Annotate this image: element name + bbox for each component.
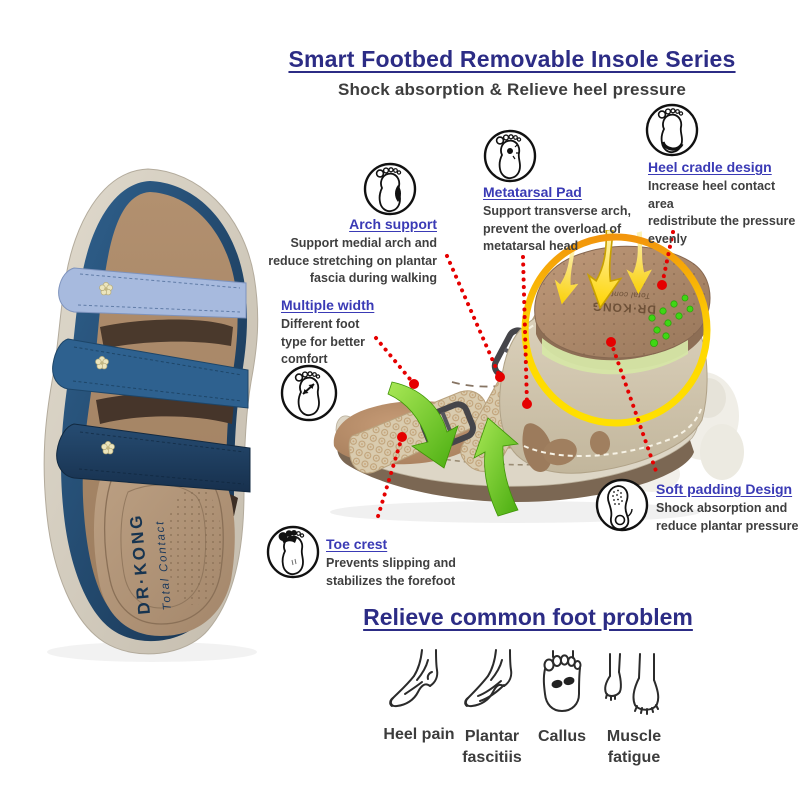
plantar-fasciitis-icon bbox=[464, 649, 513, 708]
callout-multiple-width: Multiple width Different foot type for b… bbox=[281, 297, 396, 369]
left-sandal-strap-navy bbox=[56, 423, 251, 493]
callout-heel-cradle: Heel cradle design Increase heel contact… bbox=[648, 159, 800, 248]
problem-label-muscle: Muscle fatigue bbox=[606, 728, 662, 766]
circle-insole-brand-text: DR·KONG bbox=[591, 299, 656, 316]
page-subtitle: Shock absorption & Relieve heel pressure bbox=[337, 80, 687, 99]
left-sandal-photo: DR·KONG Total Contact bbox=[43, 168, 259, 662]
heel-pain-icon bbox=[389, 649, 439, 708]
callout-metatarsal-title: Metatarsal Pad bbox=[483, 184, 582, 200]
callout-metatarsal-pad: Metatarsal Pad Support transverse arch, … bbox=[483, 184, 641, 256]
left-sandal-strap-lightblue bbox=[58, 267, 247, 319]
callout-padding-title: Soft padding Design bbox=[656, 481, 793, 497]
foot-problems-heading: Relieve common foot problem bbox=[363, 604, 693, 630]
callout-soft-padding: Soft padding Design Shock absorption and… bbox=[656, 481, 800, 535]
circle-insole-tagline-text: Total contact bbox=[598, 289, 650, 301]
left-sandal-strap-midblue bbox=[52, 338, 249, 409]
callus-icon bbox=[542, 650, 582, 712]
right-sandal-photo: DR·KONG Total contact bbox=[330, 230, 744, 523]
metatarsal-pad-icon bbox=[483, 129, 537, 183]
heel-cradle-icon bbox=[645, 103, 699, 157]
page-title: Smart Footbed Removable Insole Series bbox=[288, 46, 736, 72]
callout-arch-support: Arch support Support medial arch and red… bbox=[268, 216, 437, 285]
multiple-width-icon bbox=[280, 364, 338, 422]
soft-padding-icon bbox=[595, 478, 649, 532]
problem-label-heel-pain: Heel pain bbox=[383, 726, 455, 743]
problem-label-plantar: Plantar fascitiis bbox=[462, 728, 522, 766]
callout-heel-title: Heel cradle design bbox=[648, 159, 772, 175]
arch-support-icon bbox=[363, 162, 417, 216]
callout-toe-title: Toe crest bbox=[326, 536, 388, 552]
muscle-fatigue-icon bbox=[604, 653, 660, 715]
toe-crest-icon bbox=[266, 525, 320, 579]
callout-width-title: Multiple width bbox=[281, 297, 375, 313]
flex-arrows bbox=[387, 381, 519, 517]
callout-toe-crest: Toe crest Prevents slipping and stabiliz… bbox=[326, 536, 506, 590]
problem-label-callus: Callus bbox=[537, 728, 586, 745]
callout-arch-title: Arch support bbox=[349, 216, 437, 232]
